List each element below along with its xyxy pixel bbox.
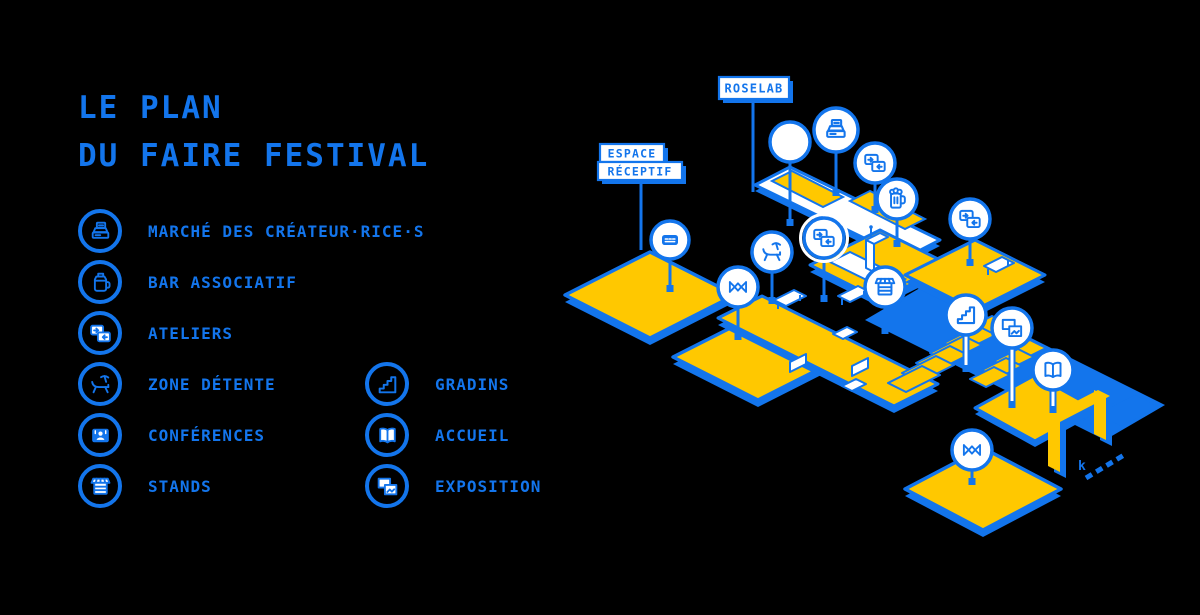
festival-logo-marker-2	[950, 428, 994, 485]
cash-register-icon	[78, 209, 122, 253]
podium-front	[865, 239, 875, 273]
legend-label: ACCUEIL	[435, 425, 510, 445]
legend-label: STANDS	[148, 476, 212, 496]
screen	[851, 357, 869, 377]
legend-label: GRADINS	[435, 374, 510, 394]
booth-icon	[78, 464, 122, 508]
svg-text:RÉCEPTIF: RÉCEPTIF	[608, 164, 673, 179]
legend-item-zone-detente: ZONE DÉTENTE	[78, 362, 424, 406]
workshop-icon	[78, 311, 122, 355]
svg-text:ESPACE: ESPACE	[608, 147, 657, 161]
platform-espace-receptif	[563, 250, 737, 345]
page-title: LE PLAN DU FAIRE FESTIVAL	[78, 84, 429, 180]
festival-logo-marker-1	[716, 265, 760, 340]
legend-item-ateliers: ATELIERS	[78, 311, 424, 355]
legend-label: CONFÉRENCES	[148, 425, 265, 445]
ateliers-marker-2	[853, 141, 897, 213]
legend-label: ATELIERS	[148, 323, 234, 343]
stairs-icon	[365, 362, 409, 406]
map-markers	[649, 106, 1075, 485]
svg-text:ROSELAB: ROSELAB	[725, 82, 784, 96]
microphone	[869, 225, 873, 229]
roselab-label: ROSELAB	[717, 75, 793, 103]
legend-column-2: GRADINS ACCUEIL EXPOSITION	[365, 362, 541, 508]
accueil-marker	[1031, 348, 1075, 413]
ateliers-marker-1	[768, 120, 812, 226]
legend-label: BAR ASSOCIATIF	[148, 272, 297, 292]
legend-item-exposition: EXPOSITION	[365, 464, 541, 508]
legend-item-bar: BAR ASSOCIATIF	[78, 260, 424, 304]
ateliers-marker-3	[948, 197, 992, 266]
frames-icon	[365, 464, 409, 508]
zone-detente-marker	[750, 230, 794, 304]
gradins-marker	[944, 293, 988, 372]
exposition-marker	[990, 306, 1034, 408]
table	[773, 289, 807, 307]
platform-ateliers-strip	[716, 294, 940, 413]
title-line1: LE PLAN	[78, 90, 223, 126]
legend-label: EXPOSITION	[435, 476, 542, 496]
speaker-stage-icon	[78, 413, 122, 457]
screen	[789, 353, 807, 373]
furniture	[773, 225, 1015, 392]
legend-label: MARCHÉ DES CRÉATEUR·RICE·S	[148, 221, 425, 241]
bench-silhouette	[1098, 395, 1158, 426]
legend-column-1: MARCHÉ DES CRÉATEUR·RICE·S BAR ASSOCIATI…	[78, 209, 424, 508]
espace-receptif-label: ESPACE RÉCEPTIF	[596, 142, 686, 184]
legend-label: ZONE DÉTENTE	[148, 374, 276, 394]
ateliers-marker-4	[799, 213, 849, 302]
legend-item-stands: STANDS	[78, 464, 424, 508]
legend-item-marche: MARCHÉ DES CRÉATEUR·RICE·S	[78, 209, 424, 253]
platform-logo-2	[903, 446, 1063, 537]
isometric-festival-map: k	[563, 75, 1165, 537]
bench	[832, 326, 858, 340]
pitcher-icon	[78, 260, 122, 304]
bench	[983, 256, 1015, 273]
bench	[841, 378, 867, 392]
entrance-arch	[1044, 390, 1116, 478]
bar-marker	[875, 177, 919, 247]
legend-item-accueil: ACCUEIL	[365, 413, 541, 457]
open-book-icon	[365, 413, 409, 457]
legend-item-gradins: GRADINS	[365, 362, 541, 406]
stands-marker	[863, 265, 907, 334]
legend-item-conferences: CONFÉRENCES	[78, 413, 424, 457]
espace-receptif-marker	[649, 219, 691, 292]
k-annotation: k	[1078, 459, 1086, 474]
lounge-chair-icon	[78, 362, 122, 406]
marche-marker	[812, 106, 860, 196]
title-line2: DU FAIRE FESTIVAL	[78, 138, 430, 174]
entrance-arrow	[1084, 452, 1126, 481]
